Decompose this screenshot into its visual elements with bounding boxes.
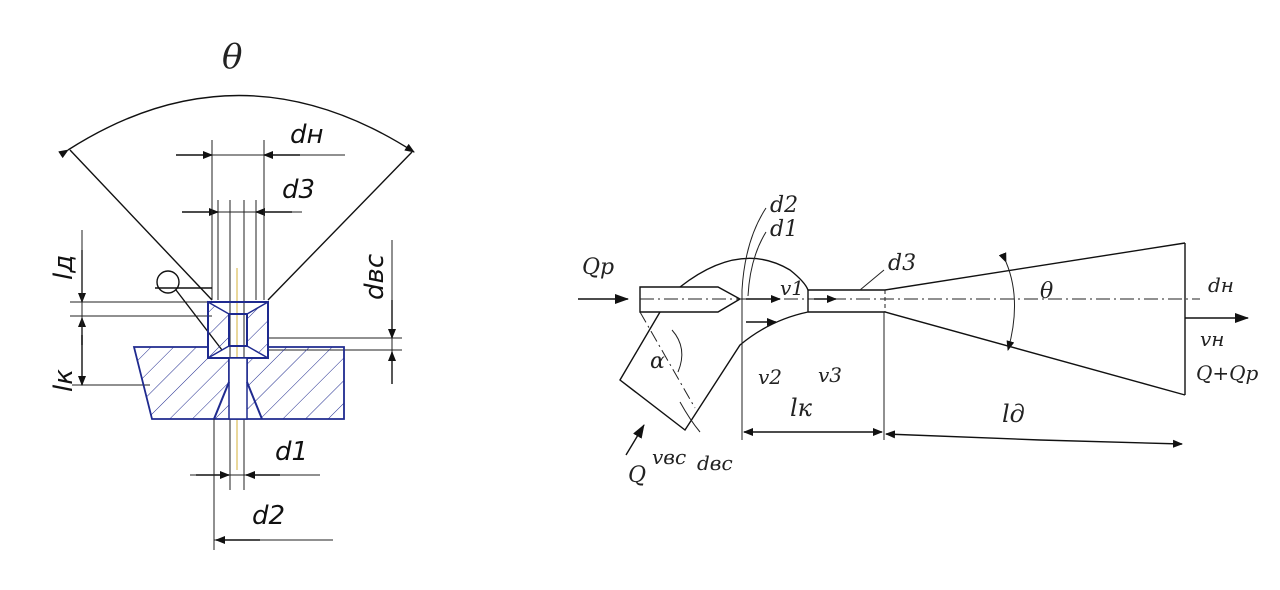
lk-label-right: lк [790,394,813,422]
qp-label: Qp [582,255,614,280]
v2-label: v2 [758,365,782,389]
q-label: Q [628,463,646,488]
lk-label: lк [49,369,79,392]
q-inlet-arrow [625,424,645,456]
theta-arc [58,94,415,159]
diffuser-bottom [808,311,1186,396]
chamber-top [679,257,809,291]
dn-label-left: dн [290,120,324,150]
d1-label-left: d1 [275,437,308,467]
d1-label-right: d1 [770,217,798,242]
dvs-label-left: dвс [360,254,390,300]
suction-pipe [619,311,809,432]
alpha-label: α [650,349,665,374]
theta-label-left: θ [222,37,242,77]
cone-line-left [69,149,213,301]
vvs-label: vвс [652,445,686,469]
dvs-label-right: dвс [697,451,733,475]
plate-channel [228,357,248,420]
detail-circle [156,270,180,294]
d3-label-right: d3 [888,251,916,276]
d2-label-left: d2 [252,501,285,531]
v1-label: v1 [780,276,804,300]
cone-line-right [267,151,413,301]
ejector-scheme-drawing: Qp α Q vвс dвс d2 d1 v1 v2 v3 [578,193,1259,488]
d3-label-left: d3 [282,175,315,205]
ld-dim-arrow-right [885,430,1041,441]
nozzle-section-drawing: θ dн d3 lд lк [49,37,415,550]
ld-label-right: lд [1002,400,1025,428]
d2-label-right: d2 [770,193,798,218]
diffuser-top [808,242,1186,291]
theta-label-right: θ [1040,279,1053,304]
alpha-arc [671,329,683,373]
vn-label: vн [1200,327,1224,351]
dn-label-right: dн [1208,273,1234,297]
working-nozzle [639,286,742,313]
ld-label: lд [49,255,79,280]
v3-label: v3 [818,363,842,387]
theta-arc-right [998,252,1015,351]
q-out-label: Q+Qp [1196,361,1259,385]
